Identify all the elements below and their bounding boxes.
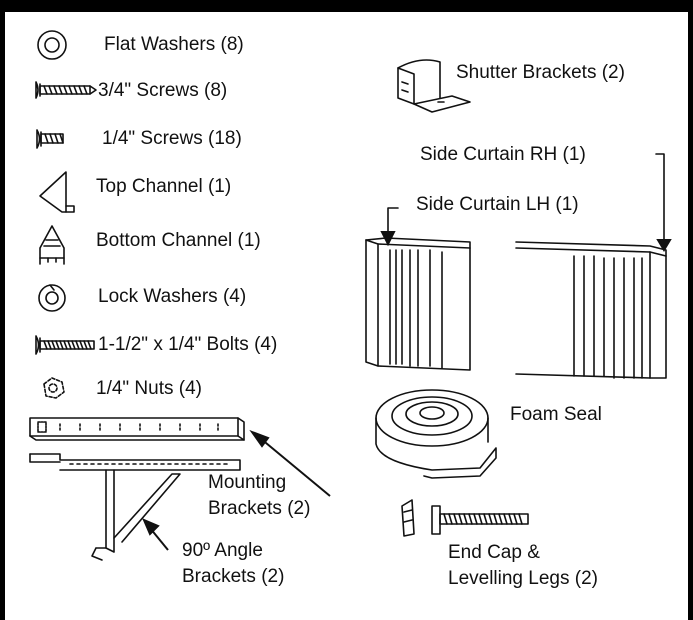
label-foam-seal: Foam Seal: [510, 404, 602, 425]
label-screws-1-4: 1/4" Screws (18): [102, 128, 242, 149]
arrow-mounting-brackets: [249, 429, 331, 497]
label-angle-brackets-2: Brackets (2): [182, 566, 285, 587]
label-mounting-brackets-1: Mounting: [208, 472, 287, 493]
side-curtain-lh-icon: [365, 237, 471, 371]
right-frame-bar: [688, 0, 693, 620]
top-frame-bar: [0, 0, 693, 12]
foam-seal-icon: [375, 389, 497, 479]
label-end-cap-1: End Cap &: [448, 542, 540, 563]
label-bolts: 1-1/2" x 1/4" Bolts (4): [98, 334, 278, 355]
label-side-curtain-rh: Side Curtain RH (1): [420, 144, 586, 165]
left-frame-bar: [0, 0, 5, 620]
arrow-side-curtain-lh: [380, 231, 396, 247]
side-curtain-rh-icon: [515, 241, 667, 379]
shutter-bracket-icon: [397, 59, 471, 113]
screw-long-icon: [35, 81, 97, 99]
label-nuts: 1/4" Nuts (4): [96, 378, 203, 399]
label-end-cap-2: Levelling Legs (2): [448, 568, 598, 589]
label-mounting-brackets-2: Brackets (2): [208, 498, 311, 519]
label-flat-washers: Flat Washers (8): [104, 34, 244, 55]
end-cap-icon: [401, 499, 415, 537]
lock-washer-icon: [38, 284, 66, 312]
bolt-icon: [35, 335, 95, 355]
label-lock-washers: Lock Washers (4): [98, 286, 247, 307]
levelling-leg-icon: [431, 505, 529, 535]
label-top-channel: Top Channel (1): [96, 176, 232, 197]
bottom-channel-icon: [39, 225, 65, 265]
nut-icon: [43, 377, 65, 399]
screw-short-icon: [36, 129, 64, 149]
label-screws-3-4: 3/4" Screws (8): [98, 80, 228, 101]
arrow-angle-brackets: [142, 518, 169, 551]
label-shutter-brackets: Shutter Brackets (2): [456, 62, 625, 83]
curtain-pointers: [387, 153, 665, 249]
label-bottom-channel: Bottom Channel (1): [96, 230, 261, 251]
top-channel-icon: [39, 171, 75, 213]
flat-washer-icon: [37, 30, 67, 60]
label-side-curtain-lh: Side Curtain LH (1): [416, 194, 579, 215]
arrow-side-curtain-rh: [656, 239, 672, 252]
mounting-bracket-icon: [29, 417, 245, 441]
mounting-bracket-lower-icon: [29, 453, 241, 471]
label-angle-brackets-1: 90º Angle: [182, 540, 263, 561]
angle-bracket-icon: [91, 469, 181, 561]
